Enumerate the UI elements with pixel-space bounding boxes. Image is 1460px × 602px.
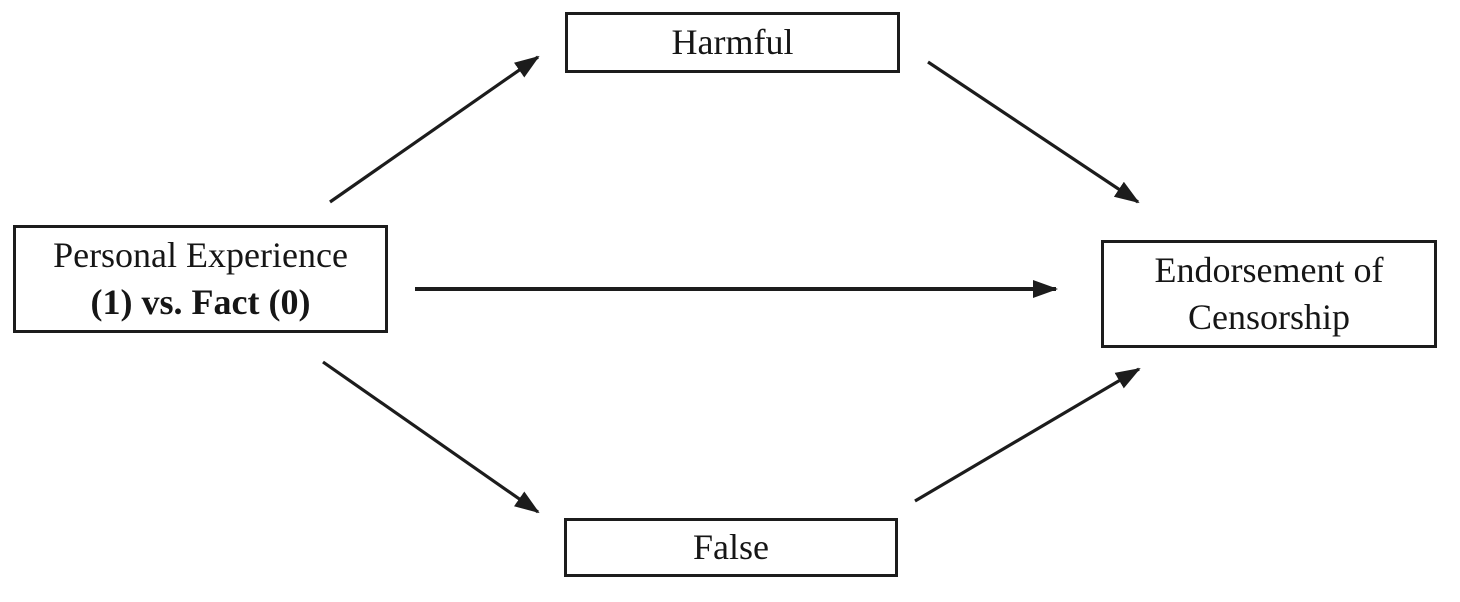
node-endorsement-label-line2: Censorship — [1188, 297, 1350, 337]
node-personal-experience-label-line2: (1) vs. Fact (0) — [90, 282, 311, 322]
node-false-label: False — [693, 527, 769, 567]
node-endorsement-of-censorship: Endorsement of Censorship — [1101, 240, 1437, 348]
arrow-harmful-to-censorship — [927, 60, 1140, 204]
node-false: False — [564, 518, 898, 577]
arrow-false-to-censorship — [914, 367, 1141, 503]
arrow-experience-to-harmful — [329, 55, 540, 204]
node-harmful: Harmful — [565, 12, 900, 73]
node-harmful-label: Harmful — [671, 22, 794, 62]
arrow-experience-to-false — [322, 360, 540, 514]
node-personal-experience: Personal Experience (1) vs. Fact (0) — [13, 225, 388, 333]
node-personal-experience-label-line1: Personal Experience — [53, 235, 348, 275]
node-endorsement-label-line1: Endorsement of — [1154, 250, 1384, 290]
